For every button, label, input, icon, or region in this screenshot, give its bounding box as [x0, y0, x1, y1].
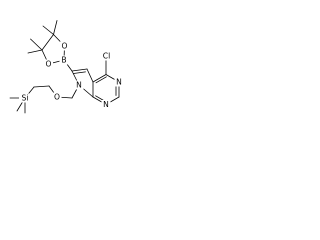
pyrimidine-nitrogen-lower-label: N — [103, 100, 109, 109]
bond-c5-c4a — [86, 68, 94, 83]
ether-oxygen-label: O — [54, 93, 60, 102]
chlorine-label: Cl — [103, 52, 110, 61]
pyrimidine-nitrogen-lower-atom: N — [101, 100, 111, 109]
bond-ch2-ch2 — [33, 85, 50, 88]
silicon-label: Si — [22, 94, 29, 103]
bond-c1-methyl-a — [42, 25, 54, 35]
ether-oxygen-atom: O — [52, 92, 62, 102]
chlorine-atom: Cl — [100, 51, 113, 61]
boronate-oxygen-lower-mask — [44, 59, 53, 69]
bond-c1-c2 — [41, 34, 54, 51]
boron-atom: B — [59, 55, 69, 65]
silicon-atom: Si — [19, 93, 31, 103]
pinacol-boronate-ring — [27, 20, 65, 65]
pyrrole-nitrogen-label: N — [76, 81, 82, 90]
boronate-oxygen-lower-atom: O — [44, 59, 53, 69]
chlorine-mask — [100, 51, 113, 61]
boron-mask — [59, 55, 69, 65]
pyrrole-nitrogen-mask — [74, 80, 84, 90]
bond-c1-methyl-b — [53, 20, 58, 35]
chemical-structure: B O O Cl N N N O — [9, 20, 124, 114]
pyrimidine-nitrogen-lower-mask — [101, 100, 111, 109]
ether-oxygen-mask — [52, 92, 62, 102]
atom-labels: B O O Cl N N N O — [19, 41, 124, 109]
pyrimidine-nitrogen-upper-label: N — [116, 78, 122, 87]
bond-c2-methyl-a — [27, 49, 43, 54]
bond-c2-methyl-b — [30, 38, 43, 51]
pyrimidine-nitrogen-upper-atom: N — [114, 77, 124, 87]
pyrrole-nitrogen-atom: N — [74, 80, 84, 90]
boronate-oxygen-upper-atom: O — [60, 41, 69, 51]
boronate-oxygen-lower-label: O — [46, 60, 52, 69]
bond-c4a-c4 — [92, 74, 107, 83]
boronate-oxygen-upper-label: O — [62, 42, 68, 51]
bond-c6-c5-double — [73, 71, 86, 74]
bond-c4a-c4-double — [95, 76, 107, 84]
silicon-mask — [19, 93, 31, 103]
pyrimidine-nitrogen-upper-mask — [114, 77, 124, 87]
bond-c6-c5 — [71, 68, 88, 72]
boron-label: B — [61, 56, 66, 65]
boronate-oxygen-upper-mask — [60, 41, 69, 51]
